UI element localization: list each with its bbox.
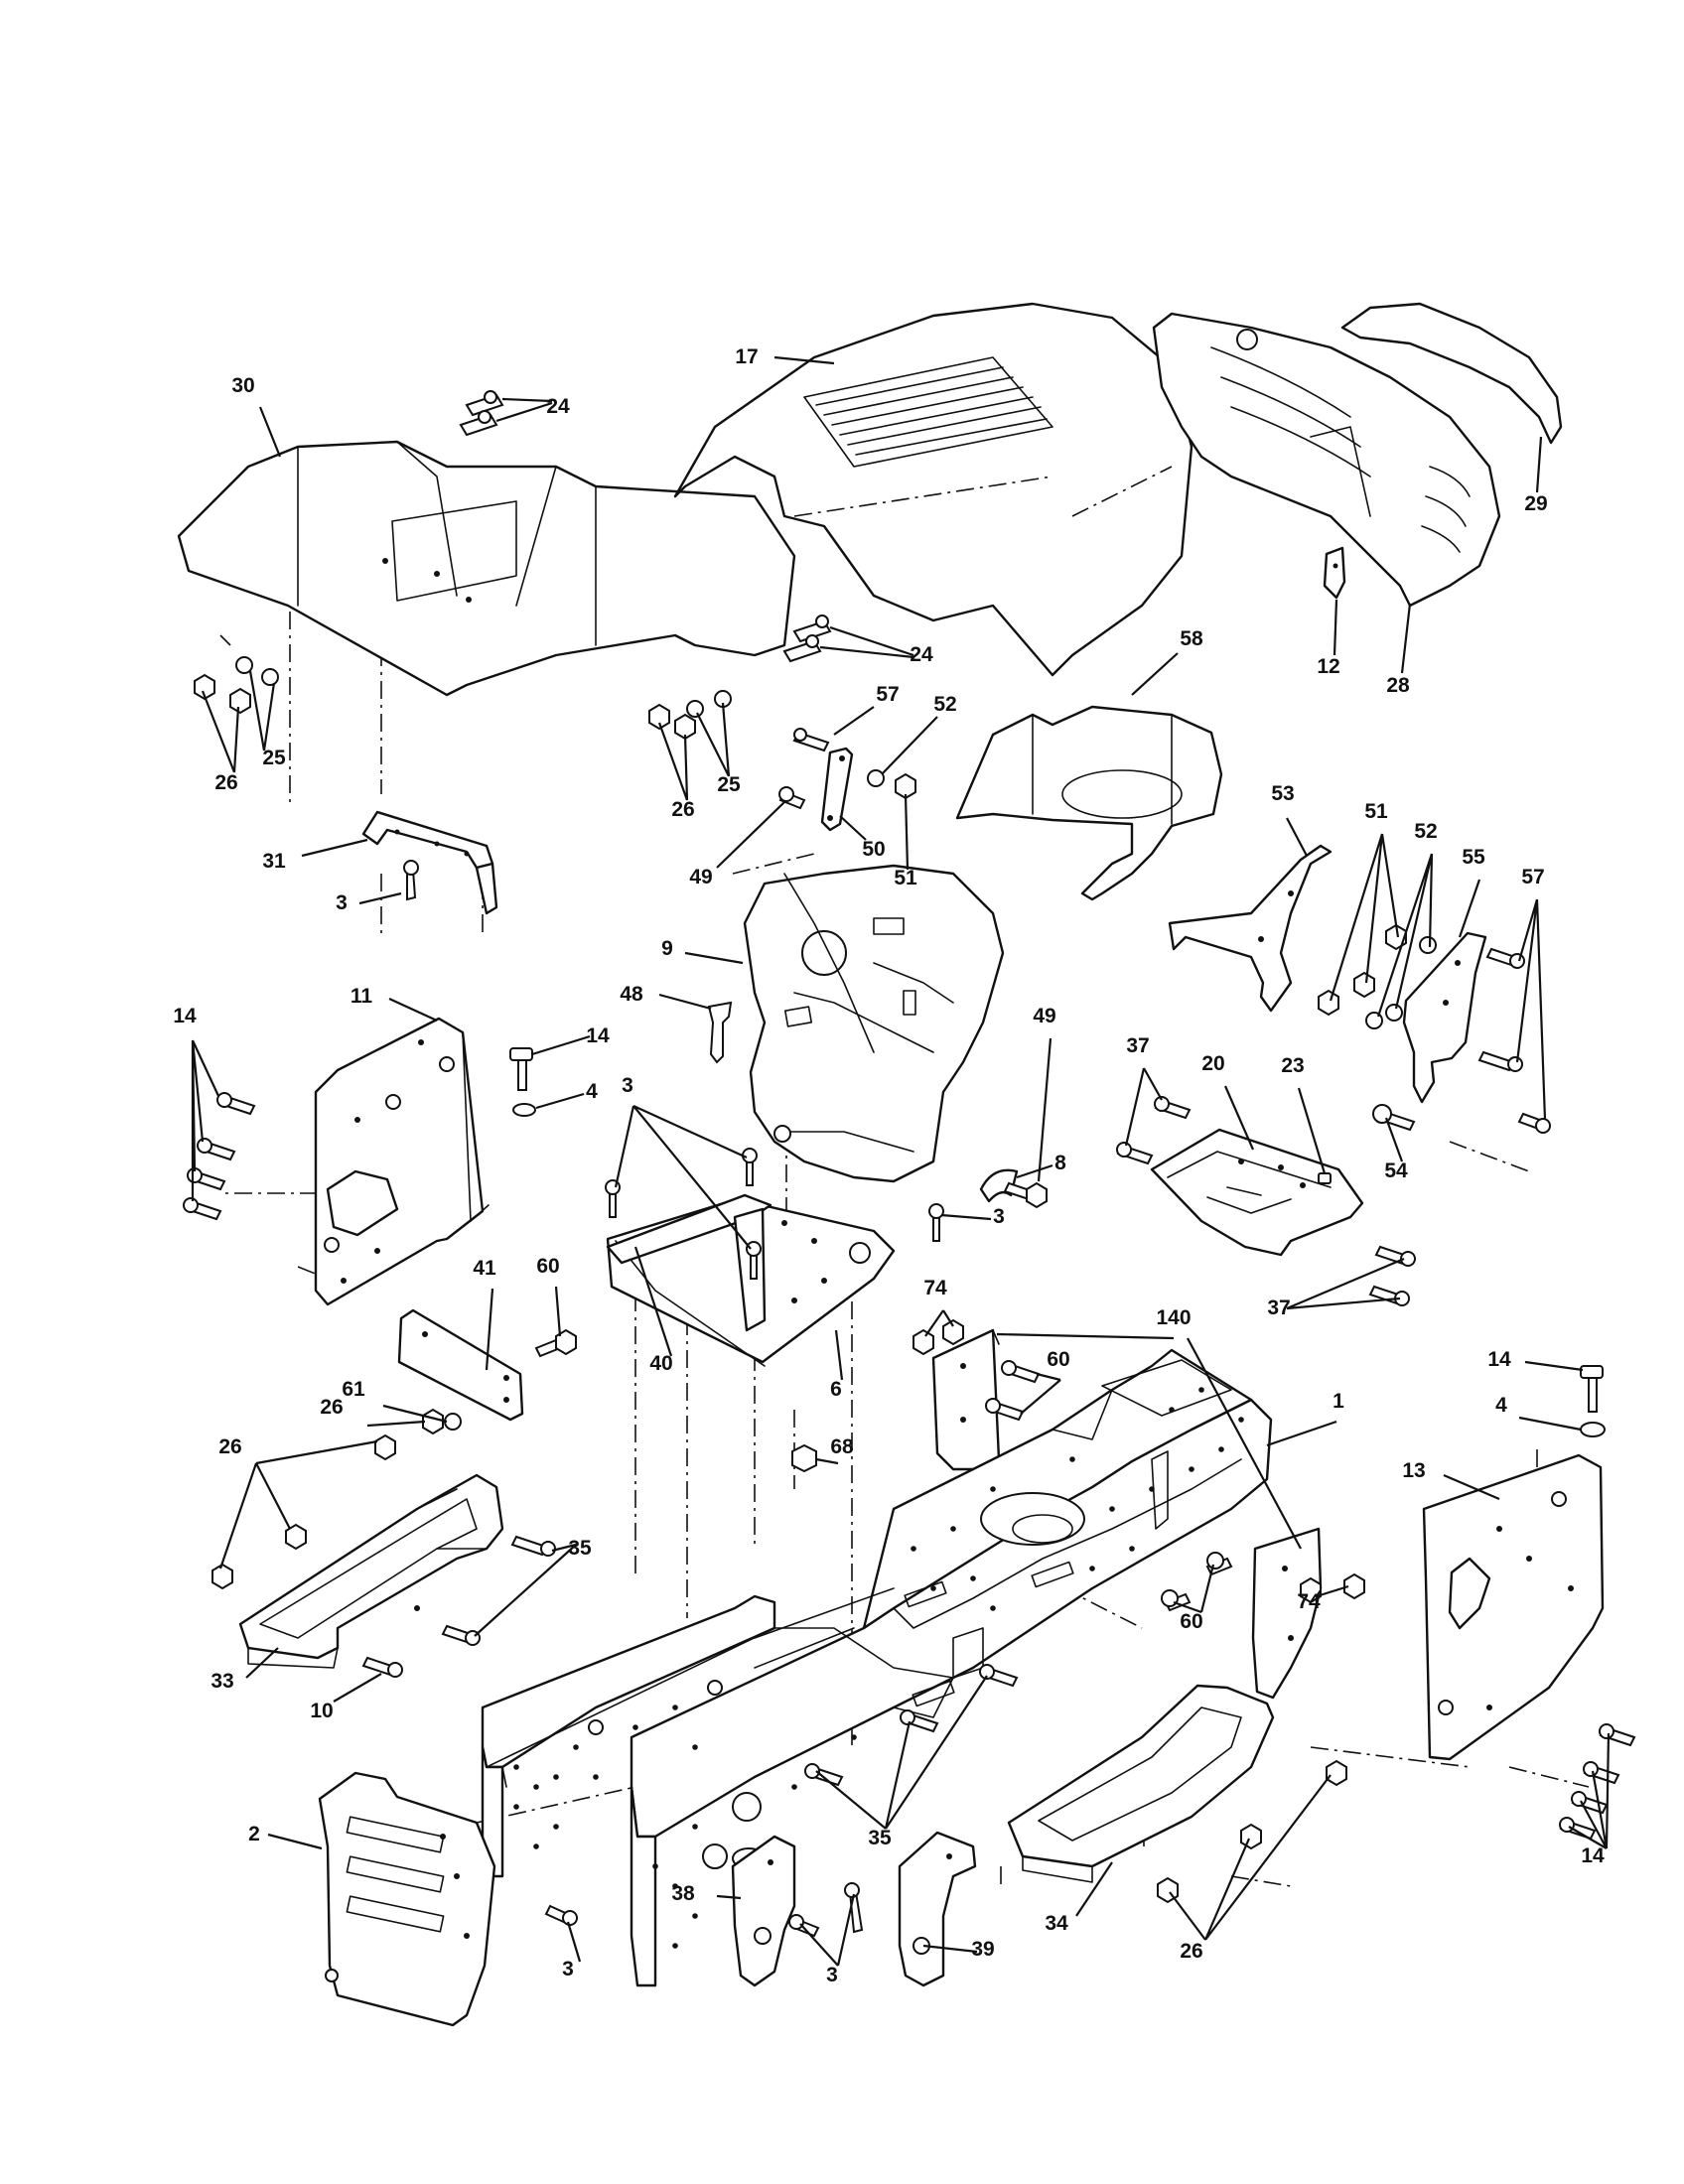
callout-c-61: 61 bbox=[342, 1378, 365, 1401]
callout-c-11: 11 bbox=[351, 985, 373, 1008]
callout-c-38: 38 bbox=[671, 1882, 695, 1905]
callout-c-3d: 3 bbox=[562, 1958, 574, 1980]
callout-c-57a: 57 bbox=[876, 683, 899, 706]
bracket-140b bbox=[1251, 1527, 1323, 1700]
callout-c-26b: 26 bbox=[671, 798, 694, 821]
callout-c-74b: 74 bbox=[1297, 1590, 1321, 1613]
callout-c-74a: 74 bbox=[923, 1277, 947, 1299]
callout-c-50: 50 bbox=[862, 838, 885, 861]
callout-c-49b: 49 bbox=[1033, 1005, 1055, 1027]
callout-c-24b: 24 bbox=[910, 643, 933, 666]
callout-c-41: 41 bbox=[473, 1257, 496, 1280]
callout-c-35b: 35 bbox=[868, 1827, 892, 1849]
callout-c-52a: 52 bbox=[933, 693, 956, 716]
main-frame-1 bbox=[481, 1348, 1273, 1987]
shield-58 bbox=[955, 705, 1223, 901]
callout-c-14b: 14 bbox=[586, 1024, 610, 1047]
bumper-29 bbox=[1340, 302, 1563, 445]
callout-c-54: 54 bbox=[1384, 1160, 1408, 1182]
callout-c-1: 1 bbox=[1333, 1390, 1344, 1413]
side-panel-11 bbox=[314, 1017, 490, 1306]
callout-c-10: 10 bbox=[310, 1700, 333, 1722]
callout-c-26a: 26 bbox=[214, 771, 237, 794]
callout-c-3e: 3 bbox=[826, 1964, 838, 1986]
callout-c-3c: 3 bbox=[993, 1205, 1005, 1228]
link-50 bbox=[820, 747, 854, 832]
callout-c-14d: 14 bbox=[1581, 1844, 1605, 1867]
bracket-31 bbox=[361, 810, 498, 915]
callout-c-14a: 14 bbox=[173, 1005, 197, 1027]
callout-c-29: 29 bbox=[1524, 492, 1547, 515]
callout-c-57b: 57 bbox=[1521, 866, 1544, 888]
callout-c-8: 8 bbox=[1054, 1152, 1066, 1174]
callout-c-9: 9 bbox=[661, 937, 673, 960]
callout-c-58: 58 bbox=[1180, 627, 1203, 650]
callout-c-24a: 24 bbox=[546, 395, 570, 418]
fastener-48 bbox=[707, 1001, 733, 1064]
side-panel-13 bbox=[1422, 1453, 1605, 1761]
callout-c-25a: 25 bbox=[262, 747, 286, 769]
callout-c-2: 2 bbox=[248, 1823, 260, 1845]
callout-c-28: 28 bbox=[1386, 674, 1410, 697]
footrest-33 bbox=[238, 1473, 504, 1669]
callout-c-4b: 4 bbox=[1495, 1394, 1507, 1417]
callout-c-31: 31 bbox=[262, 850, 286, 873]
callout-c-49a: 49 bbox=[689, 866, 712, 888]
bracket-55 bbox=[1402, 931, 1487, 1104]
footrest-34 bbox=[1007, 1684, 1275, 1883]
callout-c-3b: 3 bbox=[622, 1074, 633, 1097]
rear-fender-30 bbox=[177, 440, 796, 697]
bracket-12 bbox=[1323, 546, 1346, 600]
callout-c-53: 53 bbox=[1271, 782, 1294, 805]
callout-c-25b: 25 bbox=[717, 773, 741, 796]
grille-28 bbox=[1152, 312, 1501, 608]
bracket-53 bbox=[1168, 844, 1333, 1013]
bracket-39 bbox=[898, 1831, 977, 1987]
callout-c-26d: 26 bbox=[218, 1435, 241, 1458]
callout-c-37a: 37 bbox=[1126, 1034, 1149, 1057]
callout-c-23: 23 bbox=[1281, 1054, 1304, 1077]
clip-8 bbox=[979, 1168, 1019, 1203]
callout-c-60b: 60 bbox=[1047, 1348, 1069, 1371]
plate-41 bbox=[397, 1308, 524, 1422]
callout-c-40: 40 bbox=[649, 1352, 672, 1375]
callout-c-3a: 3 bbox=[336, 891, 348, 914]
bracket-140a bbox=[931, 1328, 1001, 1471]
hardware bbox=[183, 390, 1636, 1938]
bracket-38 bbox=[731, 1835, 796, 1987]
callout-c-26e: 26 bbox=[1180, 1940, 1202, 1963]
callout-c-17: 17 bbox=[735, 345, 758, 368]
callout-c-34: 34 bbox=[1045, 1912, 1068, 1935]
callout-c-39: 39 bbox=[971, 1938, 994, 1961]
callout-c-48: 48 bbox=[620, 983, 643, 1006]
callout-c-55: 55 bbox=[1462, 846, 1485, 869]
callout-c-20: 20 bbox=[1201, 1052, 1224, 1075]
rear-plate-2 bbox=[318, 1771, 496, 2027]
leader-lines bbox=[191, 355, 1611, 1967]
callout-c-37b: 37 bbox=[1267, 1297, 1290, 1319]
plate-20 bbox=[1150, 1128, 1364, 1257]
callout-c-4a: 4 bbox=[586, 1080, 598, 1103]
callout-c-60c: 60 bbox=[1180, 1610, 1202, 1633]
callout-c-12: 12 bbox=[1317, 655, 1339, 678]
callout-c-68: 68 bbox=[830, 1435, 854, 1458]
dash-panel-9 bbox=[743, 864, 1005, 1183]
callout-c-26c: 26 bbox=[320, 1396, 343, 1419]
callout-c-13: 13 bbox=[1402, 1459, 1425, 1482]
callout-c-33: 33 bbox=[210, 1670, 233, 1693]
callout-c-60a: 60 bbox=[536, 1255, 559, 1278]
callout-c-30: 30 bbox=[231, 374, 254, 397]
callout-c-52b: 52 bbox=[1414, 820, 1437, 843]
hood-17 bbox=[673, 302, 1193, 677]
callout-c-14c: 14 bbox=[1487, 1348, 1511, 1371]
callout-c-140: 140 bbox=[1156, 1306, 1191, 1329]
callout-c-6: 6 bbox=[830, 1378, 842, 1401]
callout-c-35a: 35 bbox=[568, 1537, 592, 1560]
control-plate-6 bbox=[606, 1193, 896, 1367]
callout-c-51a: 51 bbox=[894, 867, 917, 889]
callout-c-51b: 51 bbox=[1364, 800, 1388, 823]
